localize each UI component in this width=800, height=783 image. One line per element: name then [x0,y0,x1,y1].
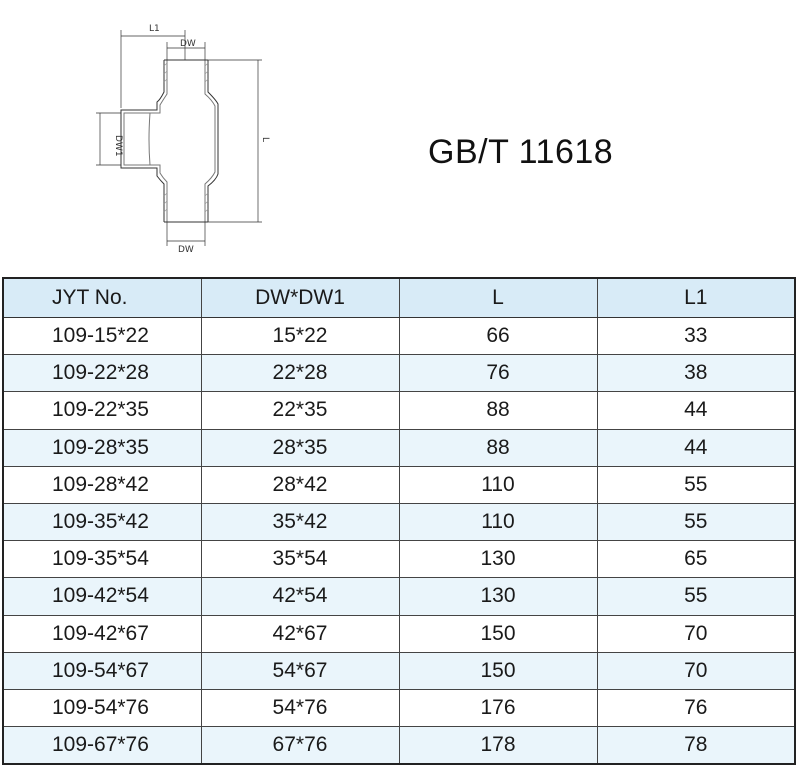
cell-l: 110 [398,465,598,504]
cell-l1: 78 [596,726,796,765]
cell-l1: 33 [596,316,796,356]
cell-jyt-no: 109-22*28 [2,354,202,393]
cell-dw-dw1: 28*35 [200,428,400,467]
cell-l1: 76 [596,688,796,728]
cell-l1: 55 [596,577,796,616]
cell-l1: 55 [596,502,796,542]
cell-l: 150 [398,651,598,690]
cell-l: 66 [398,316,598,356]
cell-l: 130 [398,577,598,616]
cell-jyt-no: 109-42*67 [2,614,202,653]
cell-l: 88 [398,428,598,467]
cell-dw-dw1: 35*42 [200,502,400,542]
l1-label: L1 [149,24,160,34]
cell-jyt-no: 109-15*22 [2,316,202,356]
header-dw-dw1: DW*DW1 [200,277,400,318]
cell-l: 178 [398,726,598,765]
cell-dw-dw1: 22*35 [200,391,400,430]
cell-l: 88 [398,391,598,430]
dw-bottom-label: DW [178,245,194,255]
cell-jyt-no: 109-67*76 [2,726,202,765]
cell-dw-dw1: 15*22 [200,316,400,356]
cell-jyt-no: 109-54*67 [2,651,202,690]
cell-dw-dw1: 42*54 [200,577,400,616]
cell-dw-dw1: 28*42 [200,465,400,504]
cell-jyt-no: 109-35*54 [2,540,202,579]
cell-l1: 38 [596,354,796,393]
cell-l1: 44 [596,391,796,430]
cell-l1: 44 [596,428,796,467]
cell-l1: 70 [596,614,796,653]
l-label: L [260,137,270,142]
cell-l: 176 [398,688,598,728]
cell-jyt-no: 109-28*35 [2,428,202,467]
cell-dw-dw1: 54*67 [200,651,400,690]
cell-dw-dw1: 54*76 [200,688,400,728]
cell-l1: 55 [596,465,796,504]
cell-jyt-no: 109-35*42 [2,502,202,542]
cell-dw-dw1: 35*54 [200,540,400,579]
cell-dw-dw1: 67*76 [200,726,400,765]
cell-l: 110 [398,502,598,542]
dw-top-label: DW [180,39,196,49]
tee-outline-right [207,60,219,222]
header-jyt-no: JYT No. [2,277,202,318]
cell-l1: 70 [596,651,796,690]
cell-l: 130 [398,540,598,579]
cell-l1: 65 [596,540,796,579]
cell-l: 150 [398,614,598,653]
header-l1: L1 [596,277,796,318]
dw1-label: DW1 [113,135,123,157]
cell-jyt-no: 109-28*42 [2,465,202,504]
dimension-lines [96,30,262,246]
cell-jyt-no: 109-22*35 [2,391,202,430]
cell-dw-dw1: 42*67 [200,614,400,653]
cell-jyt-no: 109-54*76 [2,688,202,728]
tee-fitting-drawing: L1 DW DW1 L DW [96,24,270,255]
tee-outline-left [120,60,165,222]
header-l: L [398,277,598,318]
standard-title: GB/T 11618 [428,133,614,171]
cell-dw-dw1: 22*28 [200,354,400,393]
cell-l: 76 [398,354,598,393]
table-header-row: JYT No. DW*DW1 L L1 [2,277,796,318]
cell-jyt-no: 109-42*54 [2,577,202,616]
